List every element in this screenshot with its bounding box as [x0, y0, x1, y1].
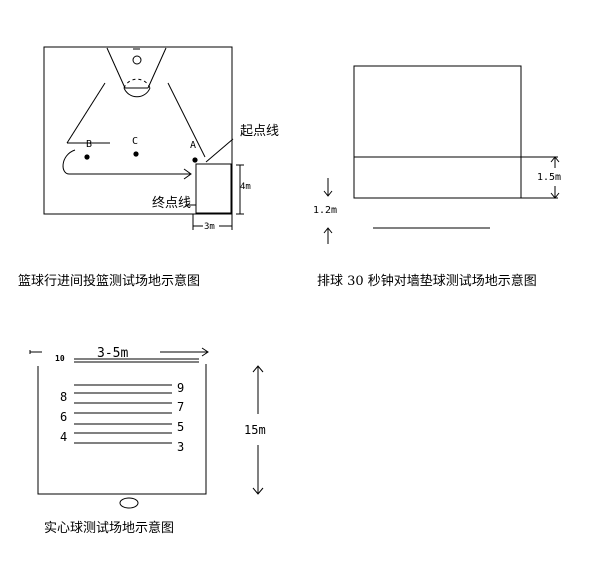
number-8: 8	[60, 390, 67, 404]
dim-12m-arrow-up	[323, 227, 333, 234]
point-c-label: C	[132, 136, 138, 147]
range-arrow-head	[201, 347, 209, 357]
dim-12m-arrow-down	[323, 190, 333, 197]
dim-15m-arrow-up	[550, 156, 560, 163]
wall-outline	[353, 65, 522, 199]
length-arrow-up	[252, 365, 264, 373]
free-throw-circle	[123, 87, 151, 98]
point-c-marker	[133, 151, 139, 157]
basketball-caption: 篮球行进间投篮测试场地示意图	[18, 273, 200, 289]
end-line-label: 终点线	[152, 195, 191, 211]
medicine-ball-caption: 实心球测试场地示意图	[44, 520, 174, 536]
number-9: 9	[177, 381, 184, 395]
dim-12m-label: 1.2m	[313, 205, 337, 216]
length-label: 15m	[244, 423, 266, 437]
throw-field-outline	[37, 364, 207, 495]
lane-right-line	[147, 47, 167, 89]
hoop	[132, 55, 142, 65]
dim-15m-arrow-down	[550, 192, 560, 199]
volleyball-caption: 排球 30 秒钟对墙垫球测试场地示意图	[317, 273, 537, 289]
point-b-label: B	[86, 139, 92, 150]
basketball-court-outline	[43, 46, 233, 215]
volleyball-diagram: 1.5m 1.2m	[313, 65, 561, 244]
number-10: 10	[55, 354, 65, 363]
number-4: 4	[60, 430, 67, 444]
start-line-pointer	[205, 138, 234, 163]
three-point-right-line	[167, 82, 206, 158]
throw-circle	[119, 497, 139, 509]
lane-left-line	[106, 47, 126, 89]
medicine-ball-diagram: 3-5m 10 8 6 4 9 7 5 3 15m	[29, 346, 266, 509]
dim-15m-label: 1.5m	[537, 172, 561, 183]
number-3: 3	[177, 440, 184, 454]
dim-4m-label: 4m	[240, 182, 251, 192]
point-b-marker	[84, 154, 90, 160]
three-point-left-line	[66, 82, 106, 144]
number-7: 7	[177, 400, 184, 414]
dim-3m-label: 3m	[204, 222, 215, 232]
start-end-box	[195, 163, 232, 214]
range-label: 3-5m	[97, 346, 128, 361]
number-6: 6	[60, 410, 67, 424]
dribble-arrow-head	[183, 168, 192, 180]
start-line-label: 起点线	[240, 124, 279, 139]
length-arrow-down	[252, 487, 264, 495]
number-5: 5	[177, 420, 184, 434]
dribble-curve	[62, 149, 76, 175]
point-a-marker	[192, 157, 198, 163]
point-a-label: A	[190, 140, 196, 151]
free-throw-circle-dashed	[123, 78, 151, 89]
basketball-diagram: B C A 起点线 终点线 4m 3m	[43, 46, 279, 232]
